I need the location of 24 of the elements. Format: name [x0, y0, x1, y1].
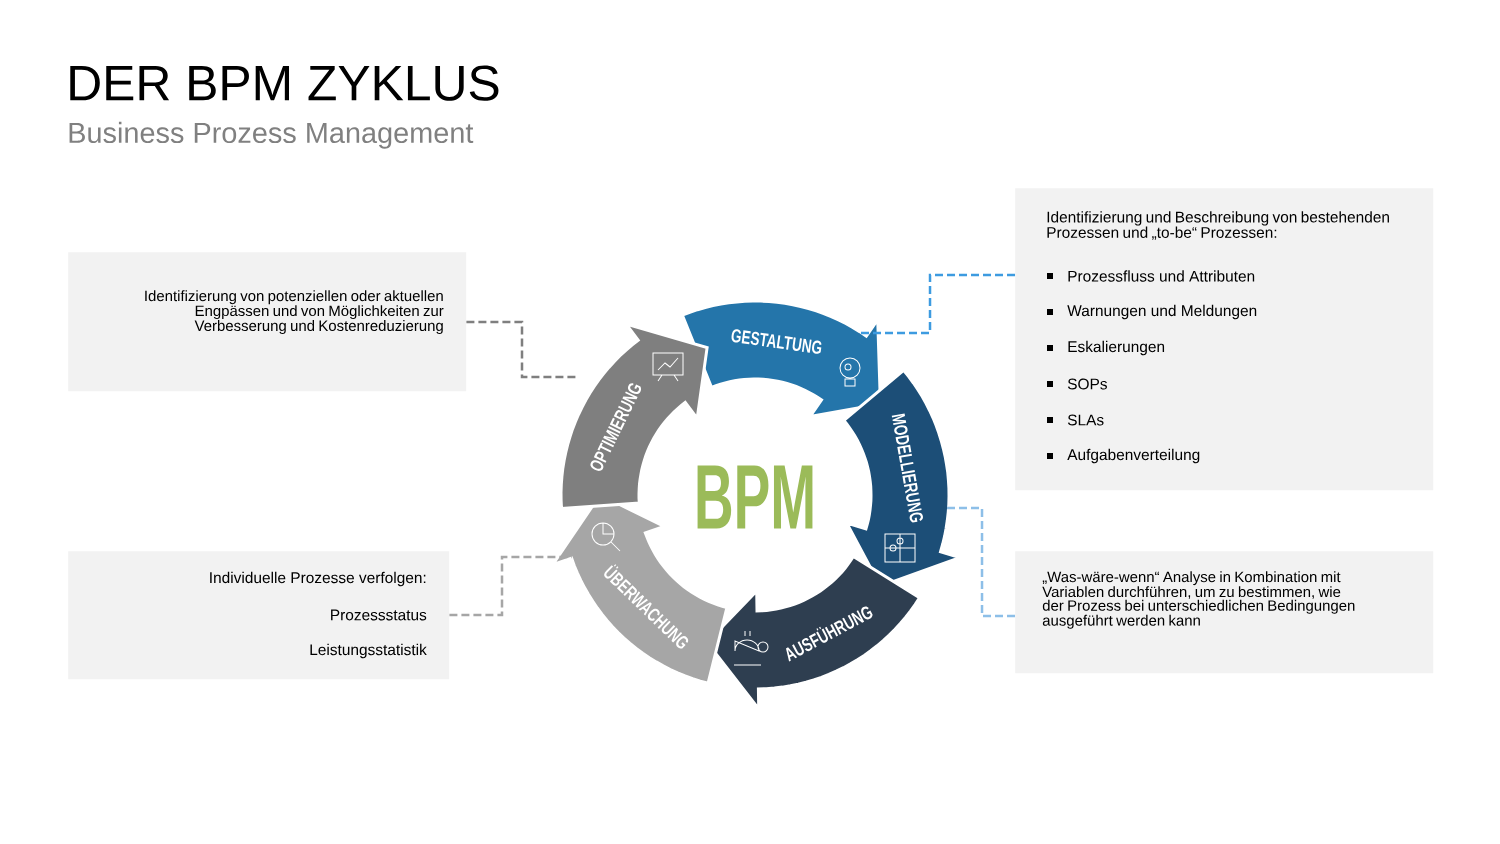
panel-text: Leistungsstatistik: [310, 643, 427, 659]
center-label: BPM: [697, 465, 813, 529]
title: DER BPM ZYKLUS: [70, 65, 499, 101]
subtitle: Business Prozess Management: [69, 121, 474, 149]
leader-line: [466, 320, 578, 379]
bullet-item: Warnungen und Meldungen: [1047, 304, 1257, 320]
bullet-item: Prozessfluss und Attributen: [1047, 270, 1255, 282]
leader-line: [945, 506, 1015, 618]
panel-heading: Individuelle Prozesse verfolgen:: [210, 571, 426, 587]
panel-text: Prozessstatus: [331, 609, 427, 621]
text-panel: [1015, 551, 1434, 674]
ring-segment: GESTALTUNG: [680, 299, 882, 419]
text-panel: [68, 551, 450, 680]
leader-line: [449, 555, 572, 617]
text-panel: [68, 252, 467, 392]
bullet-item: SOPs: [1047, 378, 1107, 390]
panel-heading: Identifizierung und Beschreibung von bestehenden Prozessen und „to-be“ Prozessen:: [1047, 211, 1389, 240]
panel-text: Identifizierung von potenziellen oder aktuellen Engpässen und von Möglichkeiten zur Verbesserung und Kostenreduzierung: [145, 290, 444, 334]
panel-text: „Was-wäre-wenn“ Analyse in Kombination mit Variablen durchführen, um zu bestimmen, wie der Prozess bei unterschiedlichen Bedingungen ausgeführt werden kann: [1042, 571, 1355, 629]
bullet-item: Eskalierungen: [1047, 340, 1165, 356]
bullet-item: SLAs: [1047, 414, 1104, 426]
leader-line: [858, 273, 1015, 335]
bullet-item: Aufgabenverteilung: [1047, 448, 1200, 464]
text-panel: [1015, 188, 1434, 491]
